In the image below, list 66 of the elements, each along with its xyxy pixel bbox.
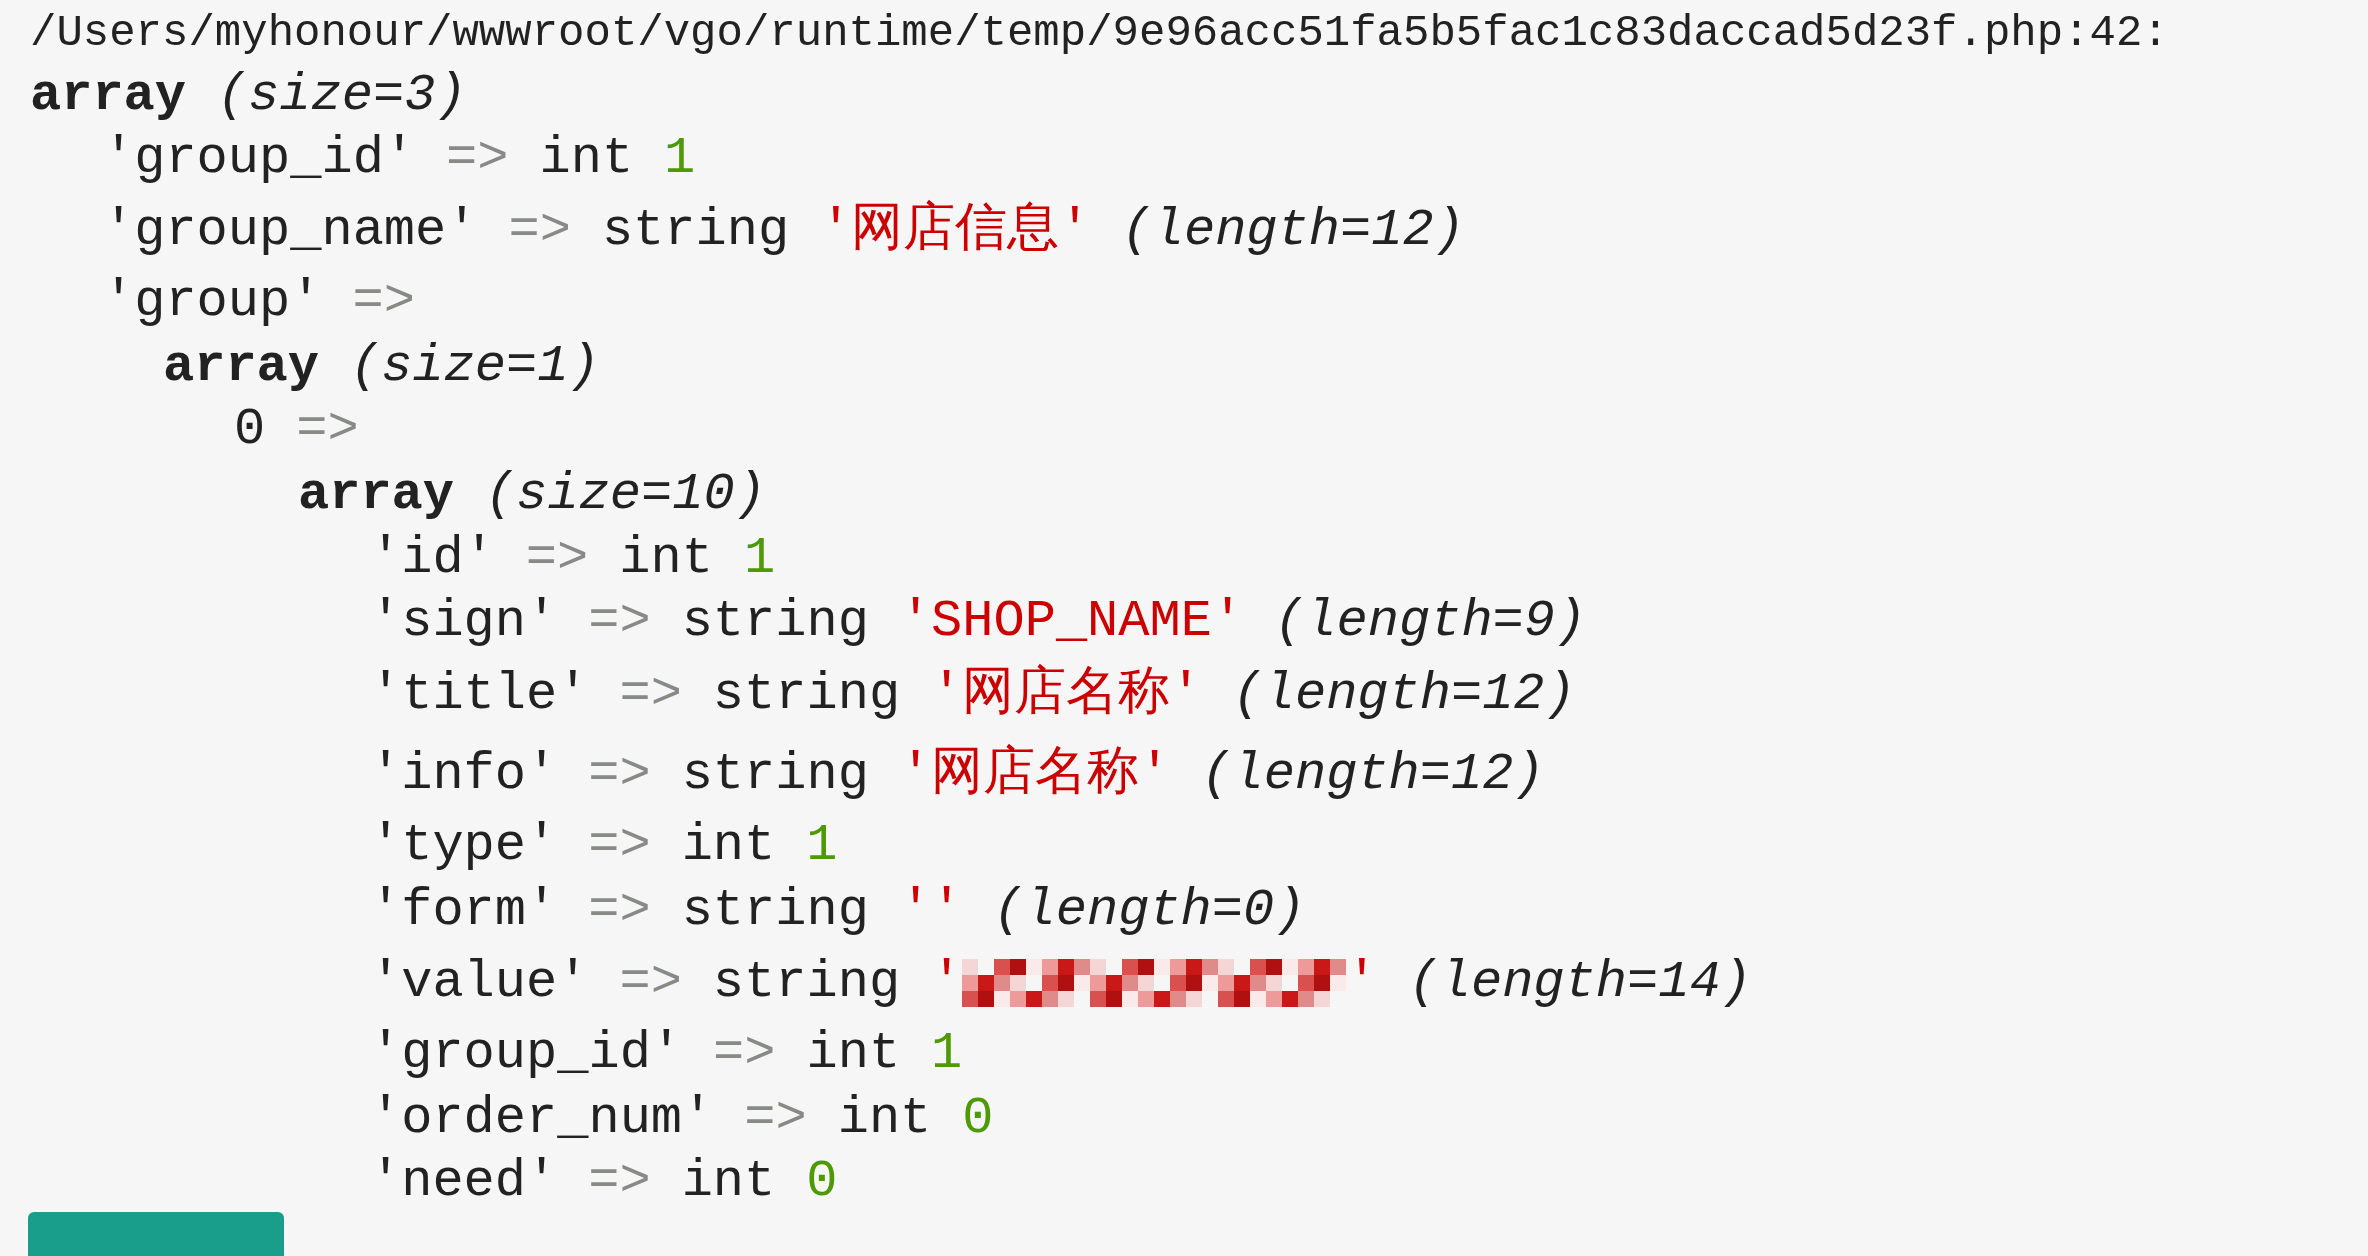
type-name: string — [601, 200, 790, 262]
array-key: 'form' — [370, 880, 558, 942]
string-value: 'SHOP_NAME' — [899, 591, 1244, 653]
keyword: array — [30, 65, 187, 127]
array-key: 'id' — [370, 528, 495, 590]
array-key: 'group' — [103, 271, 322, 333]
arrow-operator: => — [352, 271, 415, 333]
file-path: /Users/myhonour/wwwroot/vgo/runtime/temp/9e96acc51fa5b5fac1c83daccad5d23f.php:42: — [30, 7, 2169, 60]
type-name: int — [539, 128, 634, 190]
keyword: array — [298, 464, 455, 526]
number-value: 1 — [664, 128, 696, 190]
type-name: int — [681, 815, 776, 877]
type-name: string — [681, 744, 869, 806]
string-value: '网店信息' — [820, 200, 1091, 262]
quote-mark: ' — [931, 952, 963, 1014]
arrow-operator: => — [744, 1088, 807, 1150]
arrow-operator: => — [588, 744, 651, 806]
array-key: 'group_id' — [370, 1023, 683, 1085]
length-note: (length=0) — [993, 880, 1306, 942]
type-name: int — [619, 528, 713, 590]
length-note: (length=12) — [1232, 664, 1576, 726]
number-value: 0 — [806, 1151, 838, 1213]
arrow-operator: => — [619, 952, 682, 1014]
keyword: array — [163, 336, 320, 398]
arrow-operator: => — [525, 528, 589, 590]
length-note: (length=9) — [1274, 591, 1587, 653]
string-value: '网店名称' — [931, 664, 1202, 726]
type-name: int — [681, 1151, 776, 1213]
type-name: string — [681, 880, 869, 942]
arrow-operator: => — [446, 128, 509, 190]
type-name: int — [837, 1088, 932, 1150]
array-key: 'type' — [370, 815, 558, 877]
array-key: 'info' — [370, 744, 558, 806]
arrow-operator: => — [713, 1023, 776, 1085]
number-value: 0 — [962, 1088, 994, 1150]
size-note: (size=3) — [217, 65, 467, 127]
type-name: string — [712, 664, 901, 726]
arrow-operator: => — [588, 591, 651, 653]
array-key: 'sign' — [370, 591, 558, 653]
arrow-operator: => — [296, 399, 359, 461]
string-value: '' — [899, 880, 963, 942]
array-key: 'group_name' — [103, 200, 478, 262]
arrow-operator: => — [588, 1151, 651, 1213]
array-key: 'group_id' — [103, 128, 416, 190]
type-name: string — [712, 952, 901, 1014]
array-key: 'need' — [370, 1151, 558, 1213]
string-value: '网店名称' — [899, 744, 1171, 806]
arrow-operator: => — [588, 815, 651, 877]
size-note: (size=1) — [350, 336, 600, 398]
number-value: 1 — [806, 815, 838, 877]
array-key: 0 — [234, 399, 266, 461]
length-note: (length=14) — [1408, 952, 1752, 1014]
array-key: 'title' — [370, 664, 589, 726]
number-value: 1 — [931, 1023, 963, 1085]
type-name: string — [681, 591, 869, 653]
length-note: (length=12) — [1201, 744, 1545, 806]
arrow-operator: => — [588, 880, 651, 942]
size-note: (size=10) — [485, 464, 766, 526]
array-key: 'value' — [370, 952, 589, 1014]
length-note: (length=12) — [1121, 200, 1465, 262]
arrow-operator: => — [619, 664, 682, 726]
arrow-operator: => — [508, 200, 571, 262]
string-value: ' — [1346, 952, 1378, 1014]
type-name: int — [806, 1023, 901, 1085]
number-value: 1 — [743, 528, 776, 590]
array-key: 'order_num' — [370, 1088, 714, 1150]
